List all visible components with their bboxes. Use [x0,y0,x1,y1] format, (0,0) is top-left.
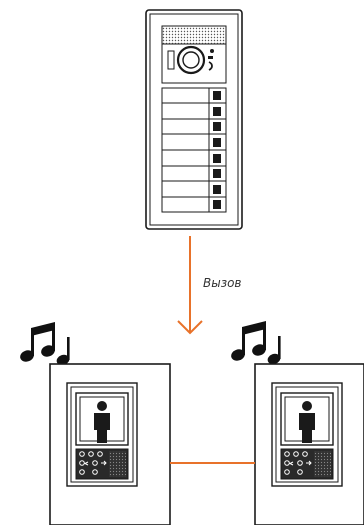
call-arrow [177,236,203,335]
video-monitor-icon [49,363,171,525]
person-icon [94,401,110,443]
music-notes-icon [231,321,281,365]
music-notes-icon [20,322,70,366]
door-entry-panel-icon [145,9,243,230]
call-label: Вызов [203,276,242,290]
person-icon [299,401,315,443]
video-monitor-icon [254,363,364,525]
